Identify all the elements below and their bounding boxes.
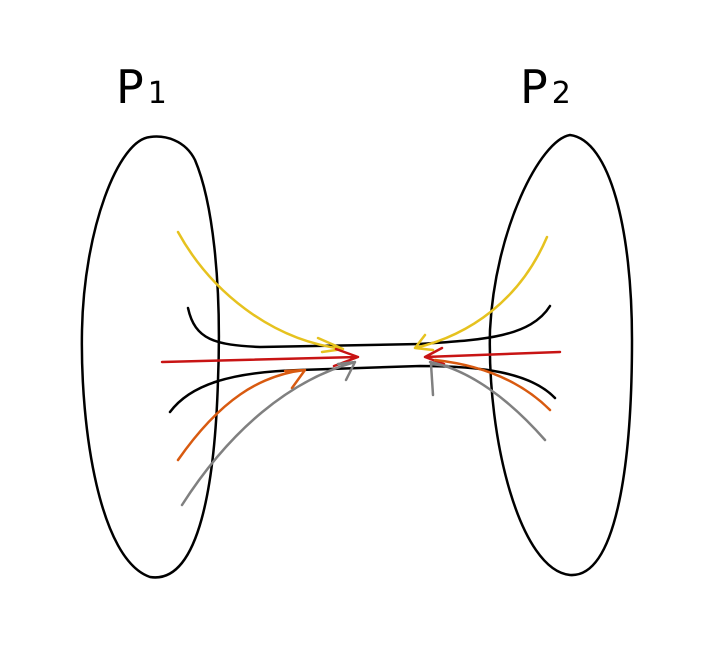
orange-arrows (176, 358, 552, 462)
yellow-arrows (176, 230, 549, 354)
orange-arrow-left (176, 368, 307, 462)
yellow-arrow-right (413, 235, 549, 352)
red-arrows (160, 346, 562, 368)
tube-bottom-edge (168, 364, 557, 414)
region-p2 (488, 133, 634, 577)
tube-top-edge (186, 304, 552, 349)
gray-arrow-right (428, 360, 547, 442)
gray-arrows (180, 360, 547, 507)
red-arrow-right (423, 346, 562, 366)
gray-arrow-left (180, 360, 357, 507)
yellow-arrow-left (176, 230, 345, 354)
region-p1 (80, 135, 221, 579)
orange-arrow-right (433, 358, 552, 412)
